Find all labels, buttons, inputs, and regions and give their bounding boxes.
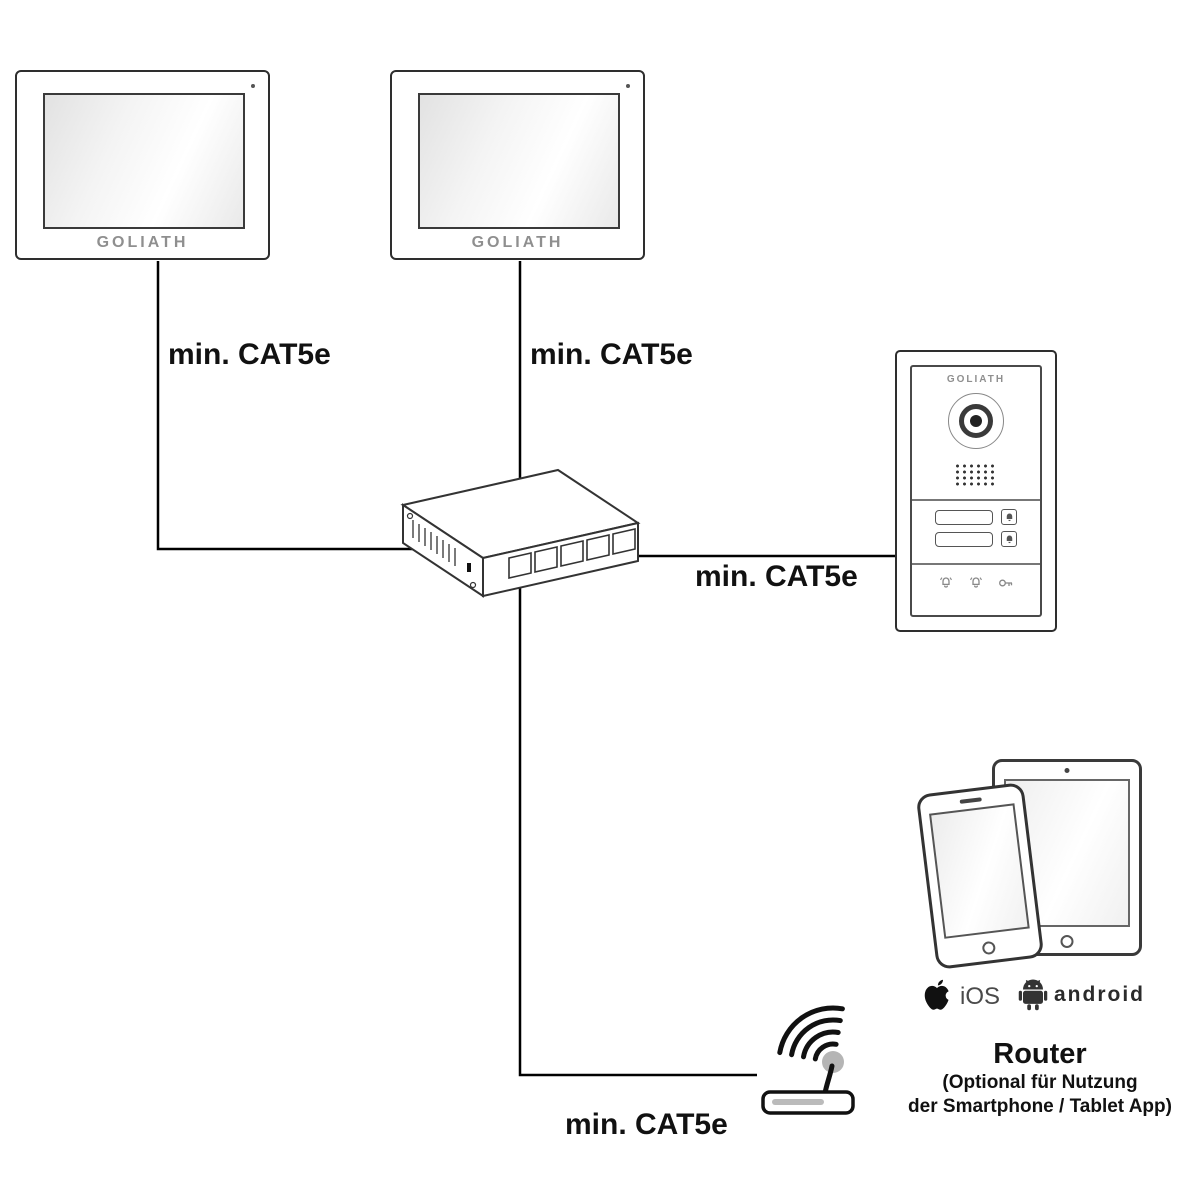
brand-logo: GOLIATH xyxy=(471,234,564,251)
cable-label-monitor2: min. CAT5e xyxy=(530,338,693,371)
wifi-icon xyxy=(777,1005,845,1062)
call-button-2[interactable] xyxy=(1001,531,1017,547)
phone-speaker-icon xyxy=(959,797,982,804)
bell-icon xyxy=(1006,534,1012,543)
monitor-screen xyxy=(418,93,620,229)
indoor-monitor-2: GOLIATH xyxy=(390,70,645,260)
bell-icon xyxy=(1006,512,1012,521)
vent-slots xyxy=(412,520,456,566)
android-platform: android xyxy=(1018,978,1145,1011)
brand-logo: GOLIATH xyxy=(946,374,1006,385)
usb-port xyxy=(467,563,471,572)
speaker-grille xyxy=(954,463,998,487)
android-label: android xyxy=(1054,982,1145,1006)
doorbell-icon xyxy=(940,577,952,588)
ethernet-ports xyxy=(508,527,636,580)
router-subtitle-2: der Smartphone / Tablet App) xyxy=(908,1096,1172,1117)
camera-dot-icon xyxy=(251,84,255,88)
call-button-row-2 xyxy=(912,531,1040,547)
router-slot xyxy=(772,1099,824,1105)
apple-icon xyxy=(924,979,952,1010)
wifi-router xyxy=(761,1005,855,1115)
ios-label: iOS xyxy=(960,982,1001,1010)
android-robot-icon xyxy=(1018,979,1048,1011)
door-camera-icon xyxy=(948,393,1004,449)
status-icon-row xyxy=(912,575,1040,591)
call-button-row-1 xyxy=(912,509,1040,525)
key-icon xyxy=(999,579,1013,587)
cable-label-doorstation: min. CAT5e xyxy=(695,560,858,593)
name-plate-2 xyxy=(935,531,993,547)
brand-logo: GOLIATH xyxy=(96,234,189,251)
phone-screen xyxy=(929,803,1030,939)
router-title: Router xyxy=(993,1038,1087,1070)
monitor-screen xyxy=(43,93,245,229)
tablet-camera-icon xyxy=(1064,768,1070,773)
doorbell-icon xyxy=(970,577,982,588)
cable-label-monitor1: min. CAT5e xyxy=(168,338,331,371)
router-caption: Router (Optional für Nutzung der Smartph… xyxy=(890,1038,1190,1119)
network-switch xyxy=(400,468,641,598)
antenna-knob xyxy=(822,1051,844,1073)
door-station-panel: GOLIATH xyxy=(910,365,1042,617)
call-button-1[interactable] xyxy=(1001,509,1017,525)
indoor-monitor-1: GOLIATH xyxy=(15,70,270,260)
phone-home-button xyxy=(981,940,997,956)
name-plate-1 xyxy=(935,509,993,525)
ios-platform: iOS xyxy=(922,978,1000,1015)
router-subtitle-1: (Optional für Nutzung xyxy=(942,1072,1138,1093)
platform-row: iOS android xyxy=(900,976,1190,1020)
smartphone-device xyxy=(915,782,1045,970)
camera-dot-icon xyxy=(626,84,630,88)
tablet-home-button xyxy=(1060,935,1074,948)
divider xyxy=(912,499,1040,501)
cable-label-router: min. CAT5e xyxy=(565,1108,728,1141)
divider xyxy=(912,563,1040,565)
door-station: GOLIATH xyxy=(895,350,1057,632)
